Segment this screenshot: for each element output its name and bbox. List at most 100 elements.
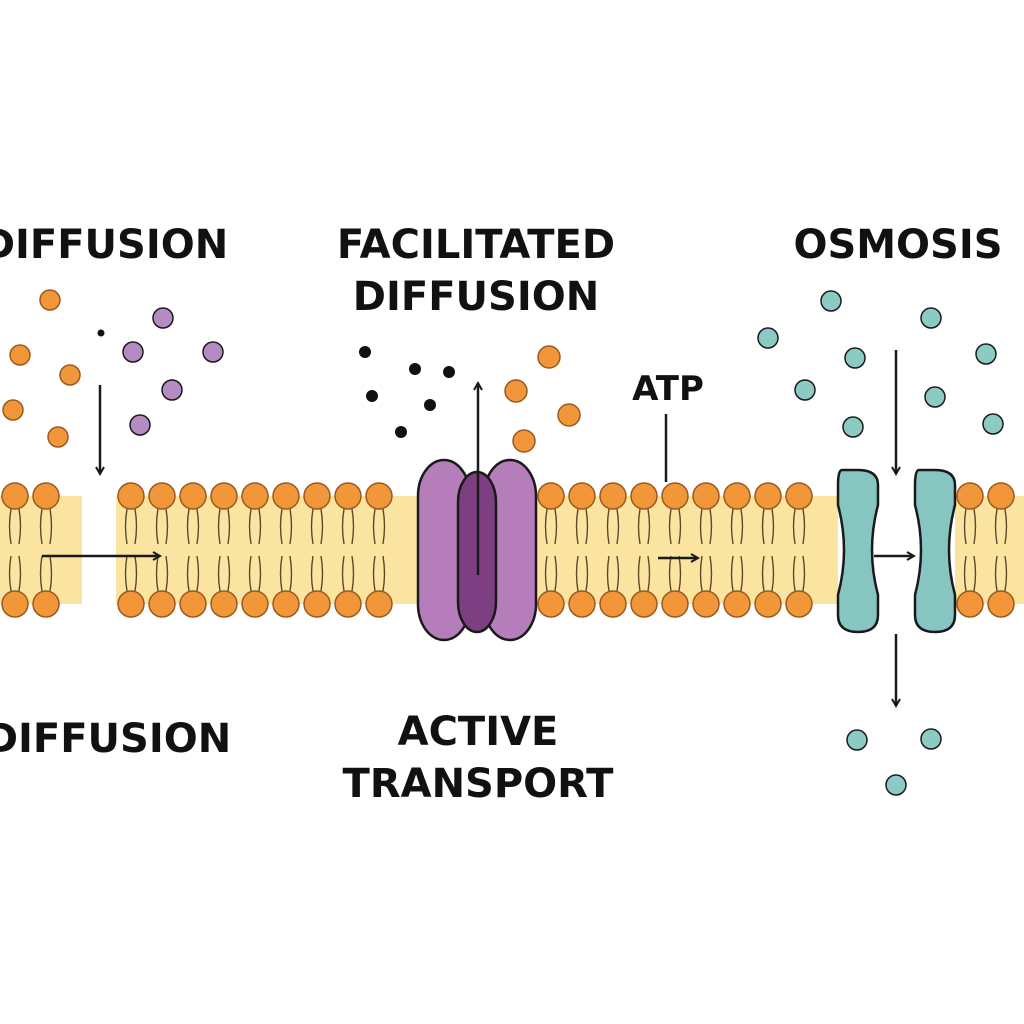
phospholipid-head	[987, 482, 1015, 510]
phospholipid-head	[661, 482, 689, 510]
phospholipid-head	[537, 482, 565, 510]
phospholipid-tails	[963, 508, 977, 592]
phospholipid-head	[241, 482, 269, 510]
orange-molecule	[504, 379, 528, 403]
purple-molecule	[152, 307, 174, 329]
phospholipid-head	[754, 482, 782, 510]
membrane-segment-osmosis-right	[955, 482, 1024, 618]
black-molecule	[443, 366, 455, 378]
transport-arrows	[42, 350, 914, 706]
phospholipid-head	[661, 590, 689, 618]
lipid-core	[116, 496, 418, 604]
phospholipid-head	[334, 482, 362, 510]
phospholipid-head	[365, 482, 393, 510]
phospholipid-head	[241, 590, 269, 618]
label-diffusion-top: DIFFUSION	[0, 222, 228, 268]
phospholipid-head	[568, 482, 596, 510]
phospholipid-tails	[792, 508, 806, 592]
phospholipid-head	[303, 590, 331, 618]
lipid-core	[955, 496, 1024, 604]
black-molecule	[409, 363, 421, 375]
phospholipid-head	[599, 590, 627, 618]
solute-molecules	[2, 289, 1004, 796]
teal-molecule	[920, 307, 942, 329]
teal-molecule	[794, 379, 816, 401]
black-molecule	[395, 426, 407, 438]
phospholipid-head	[32, 590, 60, 618]
phospholipid-head	[630, 590, 658, 618]
membrane-proteins	[416, 458, 957, 642]
phospholipid-head	[723, 482, 751, 510]
membrane-segment-diffusion-right	[116, 482, 418, 618]
phospholipid-tails	[217, 508, 231, 592]
label-active-line2: TRANSPORT	[343, 761, 615, 807]
phospholipid-head	[179, 482, 207, 510]
purple-molecule	[161, 379, 183, 401]
phospholipid-head	[537, 590, 565, 618]
phospholipid-head	[32, 482, 60, 510]
teal-molecule	[920, 728, 942, 750]
teal-molecule	[757, 327, 779, 349]
phospholipid-tails	[637, 508, 651, 592]
phospholipid-head	[210, 482, 238, 510]
phospholipid-head	[272, 590, 300, 618]
phospholipid-tails	[575, 508, 589, 592]
phospholipid-tails	[8, 508, 22, 592]
orange-molecule	[9, 344, 31, 366]
teal-molecule	[982, 413, 1004, 435]
phospholipid-tails	[124, 508, 138, 592]
phospholipid-tails	[310, 508, 324, 592]
black-molecule	[366, 390, 378, 402]
phospholipid-head	[272, 482, 300, 510]
membrane-segment-middle	[536, 482, 838, 618]
phospholipid-tails	[39, 508, 53, 592]
phospholipid-head	[148, 590, 176, 618]
phospholipid-tails	[186, 508, 200, 592]
phospholipid-head	[692, 482, 720, 510]
phospholipid-head	[599, 482, 627, 510]
phospholipid-head	[1, 590, 29, 618]
phospholipid-head	[785, 482, 813, 510]
aquaporin-left-half	[836, 468, 880, 634]
label-facilitated-line1: FACILITATED	[337, 222, 615, 268]
teal-molecule	[975, 343, 997, 365]
lipid-core	[536, 496, 838, 604]
phospholipid-head	[692, 590, 720, 618]
phospholipid-head	[785, 590, 813, 618]
teal-molecule	[820, 290, 842, 312]
label-osmosis: OSMOSIS	[793, 222, 1002, 268]
phospholipid-tails	[279, 508, 293, 592]
orange-molecule	[537, 345, 561, 369]
carrier-protein	[416, 458, 538, 642]
orange-molecule	[47, 426, 69, 448]
teal-molecule	[846, 729, 868, 751]
orange-molecule	[39, 289, 61, 311]
phospholipid-tails	[994, 508, 1008, 592]
phospholipid-tails	[699, 508, 713, 592]
diagram-labels: DIFFUSION FACILITATED DIFFUSION OSMOSIS …	[0, 222, 1003, 807]
phospholipid-head	[117, 590, 145, 618]
label-facilitated-line2: DIFFUSION	[353, 274, 599, 320]
teal-molecule	[844, 347, 866, 369]
phospholipid-head	[179, 590, 207, 618]
purple-molecule	[122, 341, 144, 363]
phospholipid-tails	[730, 508, 744, 592]
phospholipid-head	[365, 590, 393, 618]
phospholipid-tails	[544, 508, 558, 592]
label-active-line1: ACTIVE	[398, 709, 559, 755]
membrane-segment-diffusion-left	[0, 482, 82, 618]
phospholipid-head	[723, 590, 751, 618]
black-molecule	[424, 399, 436, 411]
orange-molecule	[557, 403, 581, 427]
teal-molecule	[924, 386, 946, 408]
orange-molecule	[512, 429, 536, 453]
orange-molecule	[59, 364, 81, 386]
phospholipid-tails	[761, 508, 775, 592]
small-black-molecule	[97, 329, 105, 337]
phospholipid-head	[630, 482, 658, 510]
phospholipid-head	[754, 590, 782, 618]
phospholipid-tails	[341, 508, 355, 592]
label-atp: ATP	[632, 369, 704, 409]
label-diffusion-bottom: DIFFUSION	[0, 716, 231, 762]
